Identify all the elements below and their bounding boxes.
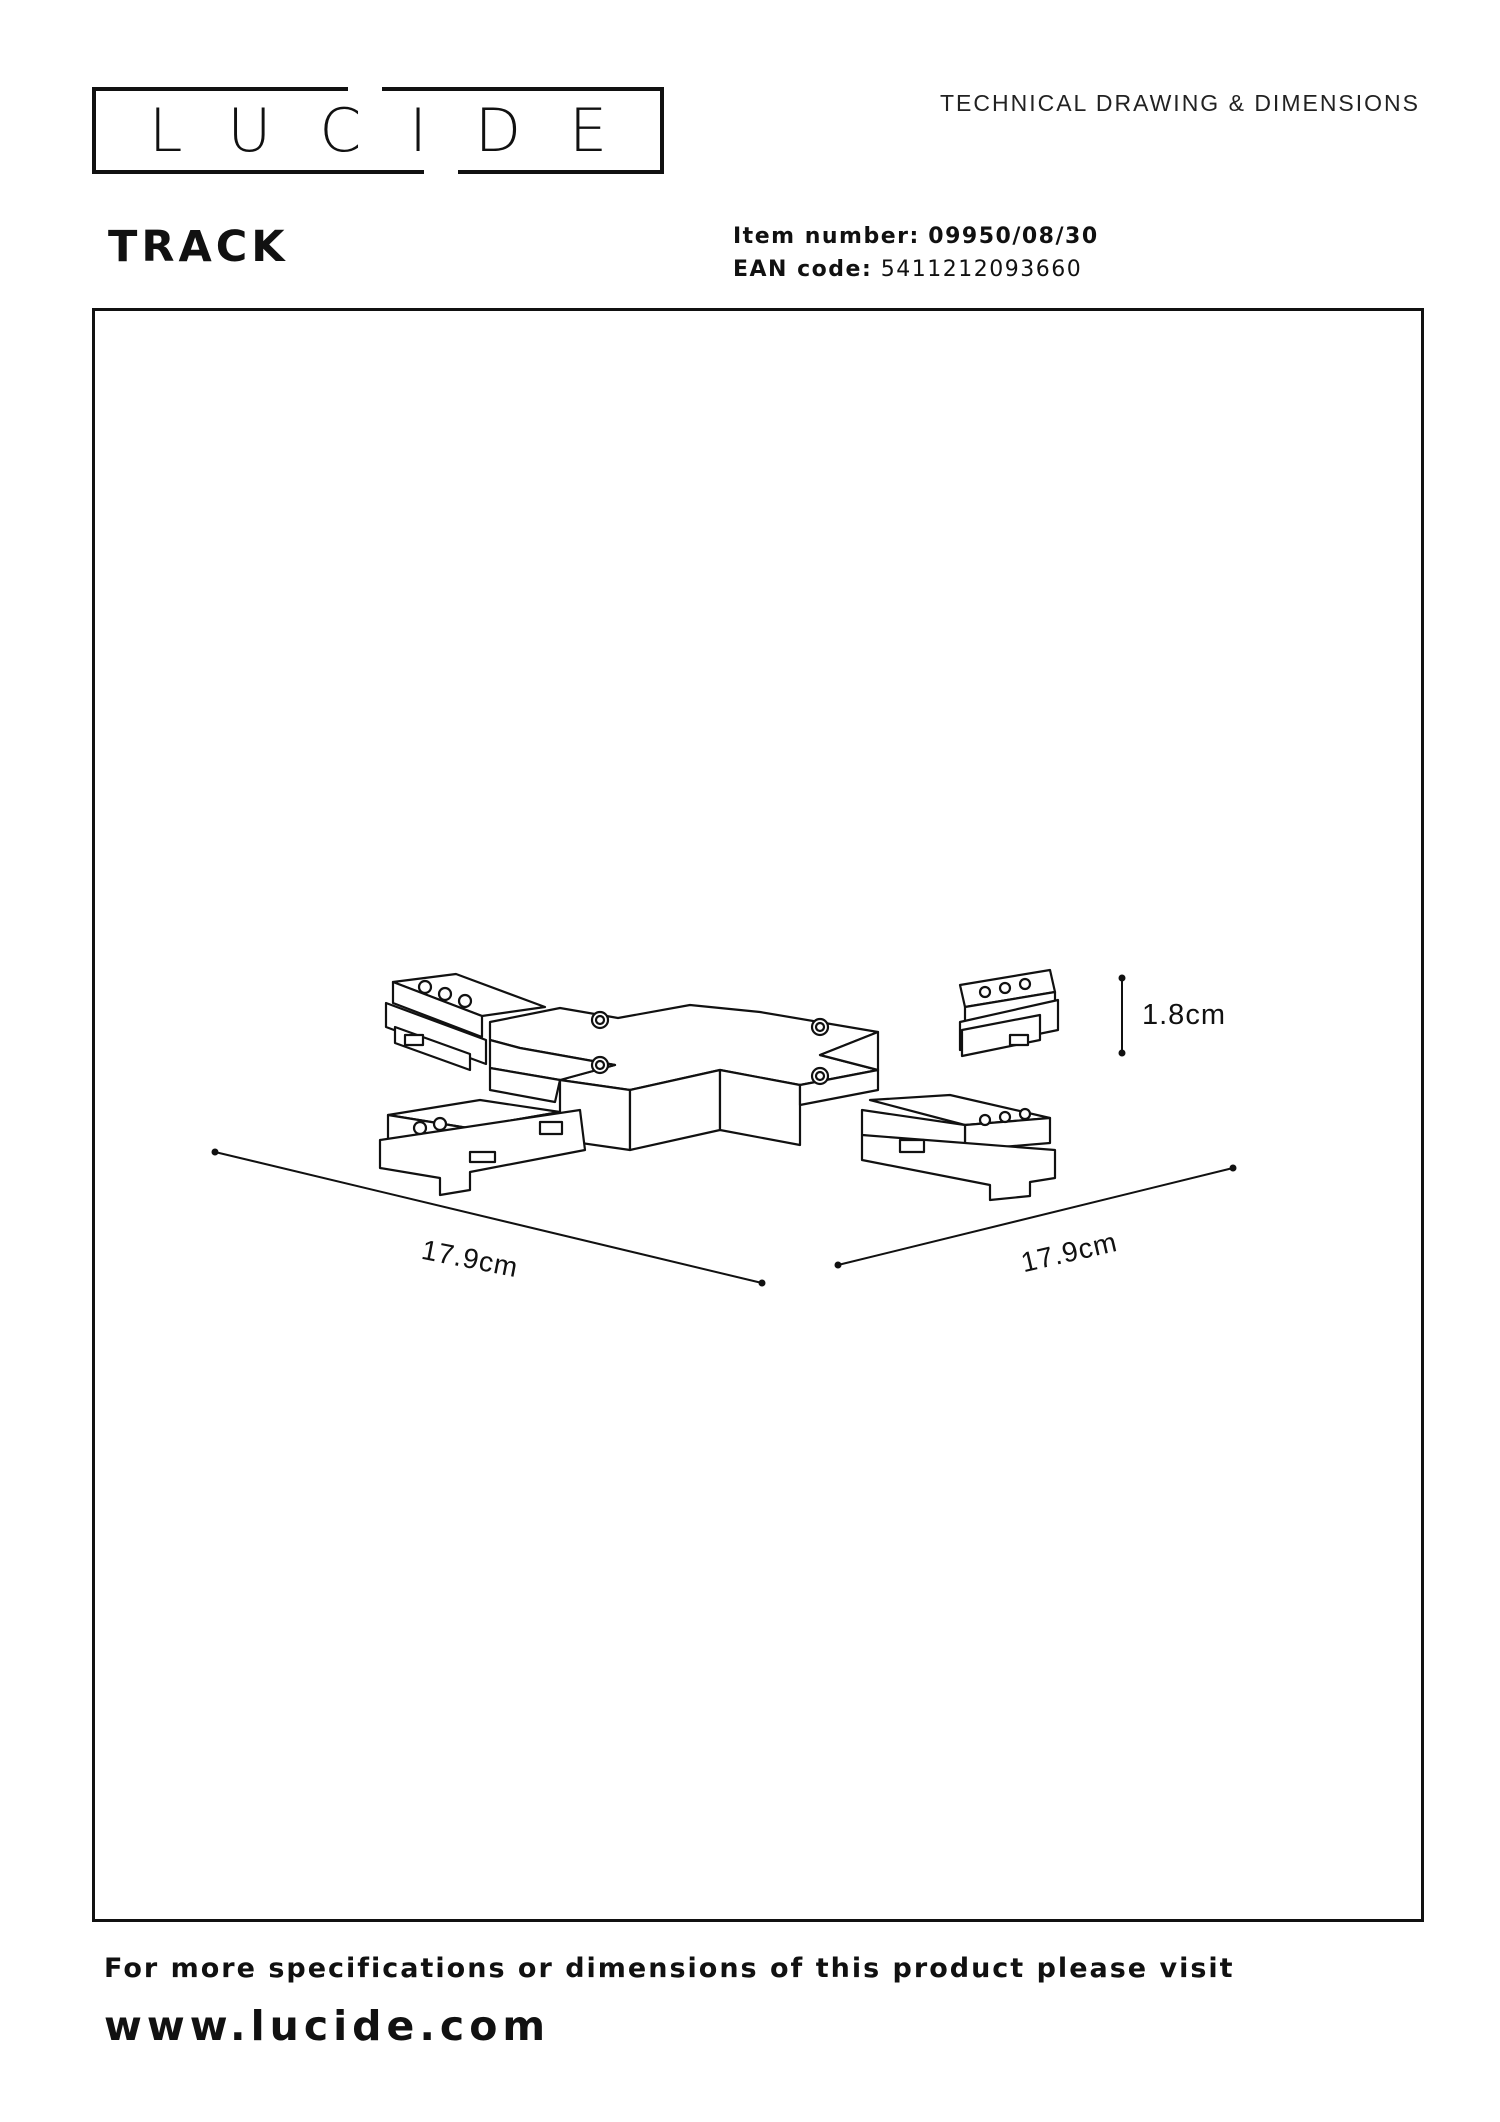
arm-front-left — [378, 1098, 587, 1197]
height-label: 1.8cm — [1142, 999, 1226, 1031]
length-right-dimension-line — [837, 1167, 1234, 1266]
ean-label: EAN code: — [733, 257, 873, 282]
arm-back-right — [958, 968, 1060, 1058]
item-number-row: Item number: 09950/08/30 — [733, 220, 1099, 253]
logo-gap-top — [348, 85, 382, 95]
drawing-frame — [92, 308, 1424, 1922]
brand-logo: LUCIDE — [92, 85, 664, 176]
product-name: TRACK — [108, 222, 289, 272]
dimension-lines — [211, 974, 1237, 1287]
footer-website-link[interactable]: www.lucide.com — [104, 2002, 551, 2050]
cross-connector-drawing — [378, 968, 1060, 1202]
product-meta: Item number: 09950/08/30 EAN code: 54112… — [733, 220, 1099, 286]
item-number-value: 09950/08/30 — [928, 224, 1099, 249]
ean-value: 5411212093660 — [880, 257, 1083, 282]
document-type: TECHNICAL DRAWING & DIMENSIONS — [940, 90, 1420, 116]
arm-back-left — [384, 972, 547, 1072]
arm-front-right — [860, 1093, 1057, 1202]
length-left-dimension-line — [214, 1151, 763, 1284]
logo-gap-bottom — [424, 166, 458, 176]
footer-note: For more specifications or dimensions of… — [104, 1953, 1235, 1984]
ean-row: EAN code: 5411212093660 — [733, 253, 1099, 286]
item-number-label: Item number: — [733, 224, 920, 249]
logo-text: LUCIDE — [148, 95, 656, 166]
